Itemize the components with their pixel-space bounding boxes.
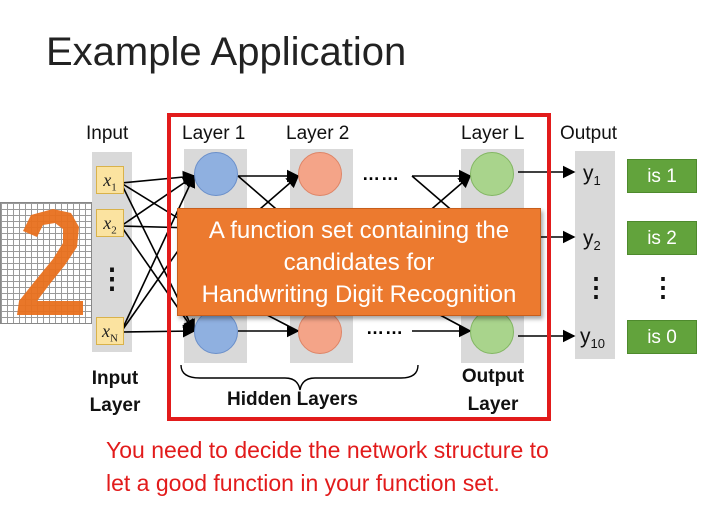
output-y10: y10 [580, 325, 605, 351]
layerL-neuron-1 [470, 152, 514, 196]
hidden-dots-top: …… [362, 164, 400, 184]
output-label: Output [560, 123, 618, 144]
output-vertical-dots: ⋮ [583, 272, 609, 302]
input-label: Input [86, 123, 129, 144]
network-structure-note: You need to decide the network structure… [106, 434, 549, 500]
hidden-dots-bottom: …… [366, 318, 404, 338]
output-y1-sub: 1 [593, 173, 601, 189]
output-y2-var: y [583, 227, 594, 250]
output-layer-label-line-2: Layer [467, 394, 519, 415]
input-xN: xN [96, 317, 124, 345]
output-y10-sub: 10 [590, 336, 605, 352]
layer1-label: Layer 1 [182, 123, 246, 144]
layer2-label: Layer 2 [286, 123, 350, 144]
layerL-neuron-n [470, 310, 514, 354]
callout-line-3: Handwriting Digit Recognition [201, 281, 517, 308]
output-y2-sub: 2 [593, 238, 601, 254]
output-y1-var: y [583, 162, 594, 185]
function-set-frame [167, 113, 551, 421]
function-set-callout: A function set containing the candidates… [177, 208, 541, 316]
input-x2: x2 [96, 209, 124, 237]
input-xN-var: x [102, 321, 111, 341]
output-y2: y2 [583, 227, 601, 253]
result-is-1: is 1 [627, 159, 697, 193]
output-layer-label: Output Layer [455, 363, 531, 419]
output-layer-label-line-1: Output [461, 366, 525, 387]
layer1-neuron-n [194, 310, 238, 354]
input-xN-sub: N [110, 332, 118, 345]
result-is-0: is 0 [627, 320, 697, 354]
layer2-neuron-1 [298, 152, 342, 196]
output-column [575, 151, 615, 359]
input-x1-var: x [103, 170, 112, 190]
output-y10-var: y [580, 325, 591, 348]
hidden-layers-label: Hidden Layers [227, 389, 358, 410]
digit-image [0, 202, 92, 324]
digit-two-icon [17, 209, 83, 315]
slide-title: Example Application [46, 30, 407, 74]
layer1-neuron-1 [194, 152, 238, 196]
input-vertical-dots: ⋮ [98, 263, 126, 294]
layerL-label: Layer L [461, 123, 525, 144]
input-x1: x1 [96, 166, 124, 194]
note-line-2: let a good function in your function set… [106, 470, 500, 496]
output-y1: y1 [583, 162, 601, 188]
result-vertical-dots: ⋮ [650, 272, 676, 302]
callout-line-1: A function set containing the [208, 217, 510, 244]
input-layer-label-line-1: Input [91, 368, 139, 389]
note-line-1: You need to decide the network structure… [106, 437, 549, 463]
input-layer-label: Input Layer [85, 365, 145, 419]
input-x2-var: x [103, 213, 112, 233]
input-x2-sub: 2 [111, 224, 117, 237]
input-x1-sub: 1 [111, 181, 117, 194]
input-layer-label-line-2: Layer [89, 395, 141, 416]
result-is-2: is 2 [627, 221, 697, 255]
callout-line-2: candidates for [283, 249, 435, 276]
